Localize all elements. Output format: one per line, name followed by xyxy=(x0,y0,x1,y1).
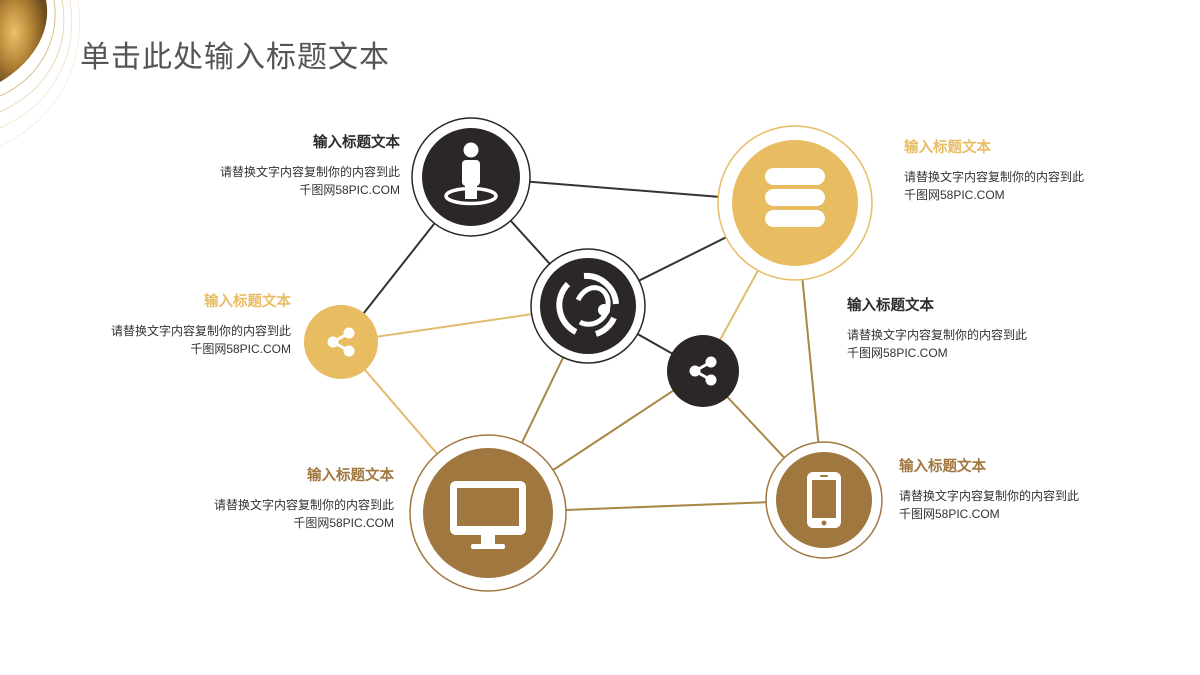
block-description-line-1: 请替换文字内容复制你的内容到此 xyxy=(847,328,1028,342)
block-description[interactable]: 请替换文字内容复制你的内容到此 千图网58PIC.COM xyxy=(134,496,394,532)
person-icon xyxy=(444,142,498,206)
block-description-line-2: 千图网58PIC.COM xyxy=(293,516,394,530)
text-block-top-left: 输入标题文本 请替换文字内容复制你的内容到此 千图网58PIC.COM xyxy=(140,133,400,199)
text-block-mid-left: 输入标题文本 请替换文字内容复制你的内容到此 千图网58PIC.COM xyxy=(31,292,291,358)
node-person[interactable] xyxy=(411,117,531,237)
block-description-line-2: 千图网58PIC.COM xyxy=(190,342,291,356)
block-description[interactable]: 请替换文字内容复制你的内容到此 千图网58PIC.COM xyxy=(140,163,400,199)
node-globe[interactable] xyxy=(530,248,646,364)
block-title[interactable]: 输入标题文本 xyxy=(847,298,934,314)
text-block-bottom-right: 输入标题文本 请替换文字内容复制你的内容到此 千图网58PIC.COM xyxy=(899,457,1159,523)
block-title[interactable]: 输入标题文本 xyxy=(313,135,400,151)
block-description-line-2: 千图网58PIC.COM xyxy=(904,188,1005,202)
share-icon xyxy=(689,356,717,386)
block-title[interactable]: 输入标题文本 xyxy=(307,468,394,484)
node-share-left[interactable] xyxy=(304,305,378,379)
block-title[interactable]: 输入标题文本 xyxy=(904,140,991,156)
block-title[interactable]: 输入标题文本 xyxy=(899,459,986,475)
globe-network-icon xyxy=(556,272,619,337)
page-title[interactable]: 单击此处输入标题文本 xyxy=(80,40,390,75)
node-database[interactable] xyxy=(717,125,873,281)
block-description-line-1: 请替换文字内容复制你的内容到此 xyxy=(213,498,394,512)
smartphone-icon xyxy=(807,472,841,528)
text-block-mid-right: 输入标题文本 请替换文字内容复制你的内容到此 千图网58PIC.COM xyxy=(847,296,1107,362)
block-description-line-1: 请替换文字内容复制你的内容到此 xyxy=(219,165,400,179)
node-phone[interactable] xyxy=(765,441,883,559)
text-block-top-right: 输入标题文本 请替换文字内容复制你的内容到此 千图网58PIC.COM xyxy=(904,138,1164,204)
block-description[interactable]: 请替换文字内容复制你的内容到此 千图网58PIC.COM xyxy=(899,487,1159,523)
block-description-line-1: 请替换文字内容复制你的内容到此 xyxy=(110,324,291,338)
node-monitor[interactable] xyxy=(409,434,567,592)
text-block-bottom-left: 输入标题文本 请替换文字内容复制你的内容到此 千图网58PIC.COM xyxy=(134,466,394,532)
block-description[interactable]: 请替换文字内容复制你的内容到此 千图网58PIC.COM xyxy=(904,168,1164,204)
block-description-line-2: 千图网58PIC.COM xyxy=(899,507,1000,521)
block-description-line-1: 请替换文字内容复制你的内容到此 xyxy=(904,170,1085,184)
block-description-line-1: 请替换文字内容复制你的内容到此 xyxy=(899,489,1080,503)
block-description[interactable]: 请替换文字内容复制你的内容到此 千图网58PIC.COM xyxy=(847,326,1107,362)
block-description-line-2: 千图网58PIC.COM xyxy=(299,183,400,197)
corner-decoration xyxy=(0,0,80,147)
share-icon xyxy=(327,327,355,357)
node-share-center[interactable] xyxy=(667,335,739,407)
block-description-line-2: 千图网58PIC.COM xyxy=(847,346,948,360)
database-icon xyxy=(765,168,825,235)
block-description[interactable]: 请替换文字内容复制你的内容到此 千图网58PIC.COM xyxy=(31,322,291,358)
monitor-icon xyxy=(450,481,526,549)
block-title[interactable]: 输入标题文本 xyxy=(204,294,291,310)
